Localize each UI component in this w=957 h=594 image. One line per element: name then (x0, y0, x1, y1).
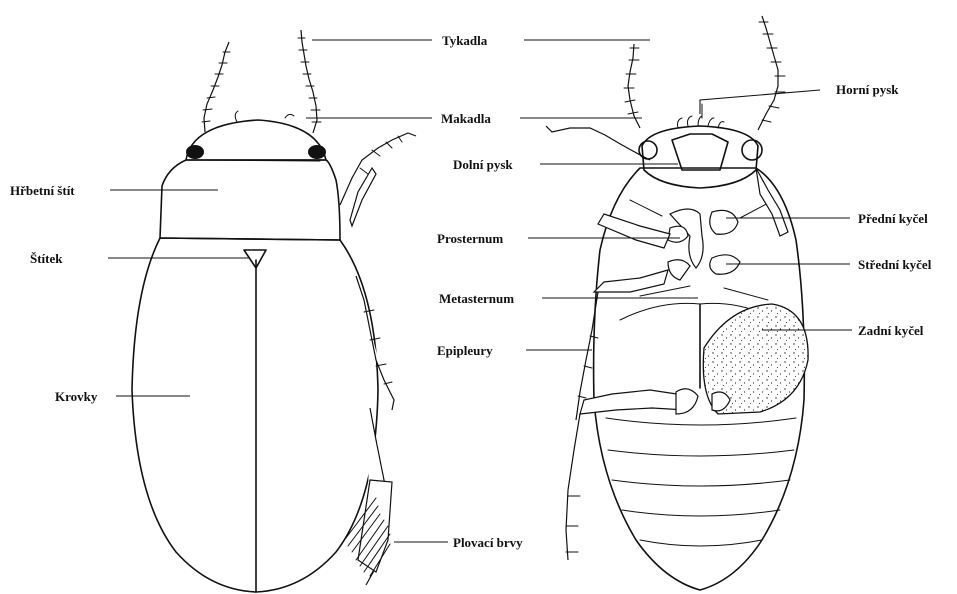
ventral-mid-leg (594, 270, 668, 292)
label-makadla: Makadla (441, 111, 491, 126)
label-krovky: Krovky (55, 389, 98, 404)
dorsal-right-eye (308, 145, 326, 159)
label-tykadla: Tykadla (442, 33, 488, 48)
dorsal-antennae (202, 30, 321, 133)
dorsal-scutellum (244, 250, 266, 268)
ventral-labium (672, 134, 728, 170)
ventral-front-leg (598, 214, 670, 248)
label-stitek: Štítek (30, 251, 63, 266)
label-zadni-kycel: Zadní kyčel (858, 323, 924, 338)
dorsal-elytra (132, 238, 378, 592)
label-plovaci-brvy: Plovací brvy (453, 535, 523, 550)
label-dolni-pysk: Dolní pysk (453, 157, 513, 172)
ventral-hind-leg (580, 390, 690, 414)
label-hrbetni-stit: Hřbetní štít (10, 183, 75, 198)
ventral-view-beetle (546, 16, 808, 590)
dorsal-view-beetle (132, 30, 416, 592)
dorsal-left-eye (186, 145, 204, 159)
ventral-antennae (624, 16, 785, 130)
label-prosternum: Prosternum (437, 231, 503, 246)
label-epipleury: Epipleury (437, 343, 493, 358)
dorsal-head (186, 120, 326, 160)
label-stredni-kycel: Střední kyčel (858, 257, 932, 272)
ventral-fore-coxae (710, 210, 738, 234)
ventral-front-leg-left (546, 126, 650, 160)
labels: Tykadla Makadla Horní pysk Dolní pysk Hř… (10, 33, 932, 550)
ventral-head (642, 126, 758, 188)
ventral-abdomen-segments (606, 418, 796, 546)
label-metasternum: Metasternum (439, 291, 514, 306)
label-predni-kycel: Přední kyčel (858, 211, 928, 226)
label-horni-pysk: Horní pysk (836, 82, 899, 97)
dorsal-pronotum (160, 160, 340, 240)
